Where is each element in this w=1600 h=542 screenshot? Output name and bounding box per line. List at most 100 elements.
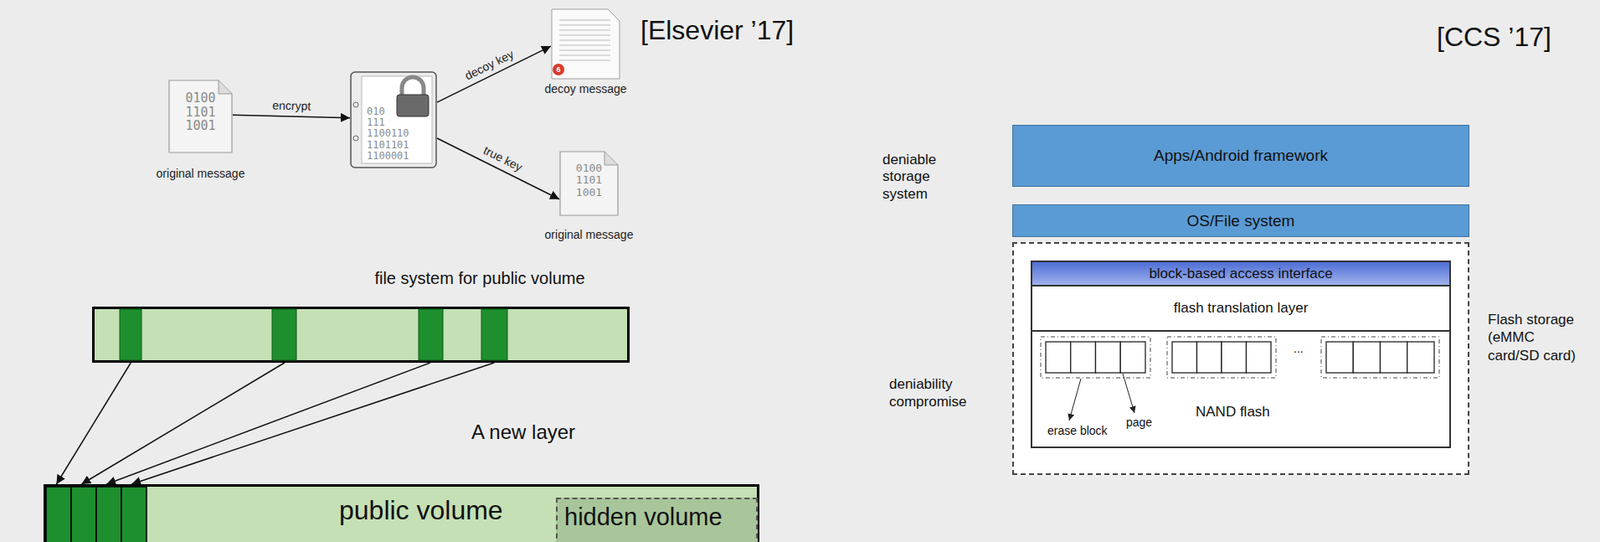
figure-background (1004, 117, 1479, 479)
arrow-connector (131, 362, 494, 484)
document-outline (560, 151, 618, 216)
page-fold (604, 151, 618, 165)
node-text: Apps/Android framework (1153, 146, 1328, 165)
edge-label: encrypt (272, 97, 311, 113)
badge-number: 6 (553, 64, 564, 75)
text-line (559, 39, 611, 42)
file-page (361, 76, 433, 164)
flash-page (1070, 341, 1096, 373)
shape-illustration (550, 8, 621, 80)
text-line (559, 59, 611, 62)
file-system-bar: file system for public volume (92, 306, 630, 363)
flash-page (1407, 341, 1435, 373)
text-line (559, 44, 611, 47)
data-block (71, 486, 97, 542)
flash-page (1045, 341, 1071, 373)
data-block (418, 308, 443, 361)
node-text: file system for public volume (312, 268, 648, 289)
binder-hole (353, 135, 359, 141)
node-text: Flash storage (eMMC card/SD card) (1487, 310, 1587, 365)
shape-illustration (94, 308, 628, 361)
flash-page (1353, 341, 1380, 373)
compromise-label: deniability compromise (889, 375, 1015, 412)
layer-ellipse: A new layer (36, 396, 792, 469)
text-line (559, 19, 611, 21)
badge (552, 63, 565, 76)
flash-storage-container: block-based access interface flash transl… (1012, 241, 1470, 475)
part-label: page (1126, 415, 1153, 429)
text-line (559, 49, 611, 52)
data-block (481, 308, 508, 361)
interface-box: block-based access interface (1030, 260, 1451, 287)
ellipsis: ... (1293, 341, 1304, 355)
citation: [CCS ’17] (1436, 21, 1552, 53)
highlight-frame (12, 380, 833, 460)
document-outline (551, 9, 620, 79)
text-line (559, 29, 611, 31)
erase-block (1167, 336, 1276, 378)
text-line (559, 34, 611, 37)
arrow-connector (437, 138, 560, 200)
translation-layer-box: flash translation layer (1030, 286, 1451, 332)
document-outline (169, 80, 232, 153)
leader-line (1122, 373, 1135, 413)
encrypted-file-icon: 010 111 1100110 1101101 1100001 (349, 71, 438, 169)
node-caption: original message (134, 166, 267, 181)
shape-illustration (36, 396, 792, 469)
node-caption: original message (523, 227, 655, 242)
flash-page (1246, 341, 1272, 373)
encrypted-file-outline (350, 72, 437, 168)
binder-hole (353, 102, 359, 108)
node-text: OS/File system (1187, 211, 1296, 231)
cross-box (898, 298, 957, 350)
curly-brace (966, 124, 1004, 236)
flash-page (1221, 341, 1247, 373)
data-block (121, 486, 147, 542)
text-line (559, 54, 611, 57)
edge-label: true key (481, 143, 525, 175)
layer-ellipse-shape (36, 397, 791, 469)
node-text: hidden volume (564, 503, 723, 531)
flash-page (1172, 341, 1198, 373)
leader-line (1069, 378, 1081, 421)
decoy-file-icon: decoy message (550, 8, 621, 80)
arrow-connector (437, 46, 551, 103)
public-volume: hidden volume public volume (43, 483, 760, 542)
node-text: decoy message (525, 82, 646, 96)
arrow-connector (81, 362, 285, 484)
lock-body (396, 94, 429, 117)
file-icon: 0100 1101 1001original message (168, 79, 233, 154)
flash-page (1120, 341, 1146, 373)
hidden-volume: hidden volume (555, 497, 758, 542)
bracket-label: deniable storage system (882, 151, 953, 203)
data-block (96, 486, 122, 542)
citation: [Elsevier ’17] (640, 15, 794, 47)
nand-flash-box: NAND flash erase block page... (1030, 331, 1451, 448)
panel-divider (863, 0, 865, 542)
node-text: 0100 1101 1001 (559, 162, 619, 199)
arrow-connector (232, 114, 350, 118)
node-text: flash translation layer (1173, 299, 1309, 317)
layer-box: OS/File system (1012, 204, 1470, 237)
node-text: NAND flash (1195, 403, 1271, 421)
node-text: 0100 1101 1001 (168, 91, 233, 134)
red-cross (909, 308, 947, 342)
node-text: block-based access interface (1148, 265, 1333, 283)
erase-block (1321, 336, 1440, 378)
arrow-connector (56, 362, 131, 484)
page-fold (218, 80, 232, 94)
lock-shackle (401, 77, 424, 97)
data-block (119, 308, 142, 361)
data-block (272, 308, 297, 361)
flash-page (1326, 341, 1354, 373)
part-label: erase block (1047, 423, 1108, 438)
arrow-connector (106, 362, 431, 484)
erase-block (1040, 336, 1151, 378)
file-icon: 0100 1101 1001original message (559, 150, 619, 217)
node-text: public volume (339, 494, 504, 526)
figure-background (132, 0, 652, 246)
flash-page (1380, 341, 1408, 373)
text-line (559, 24, 611, 26)
flash-page (1197, 341, 1223, 373)
